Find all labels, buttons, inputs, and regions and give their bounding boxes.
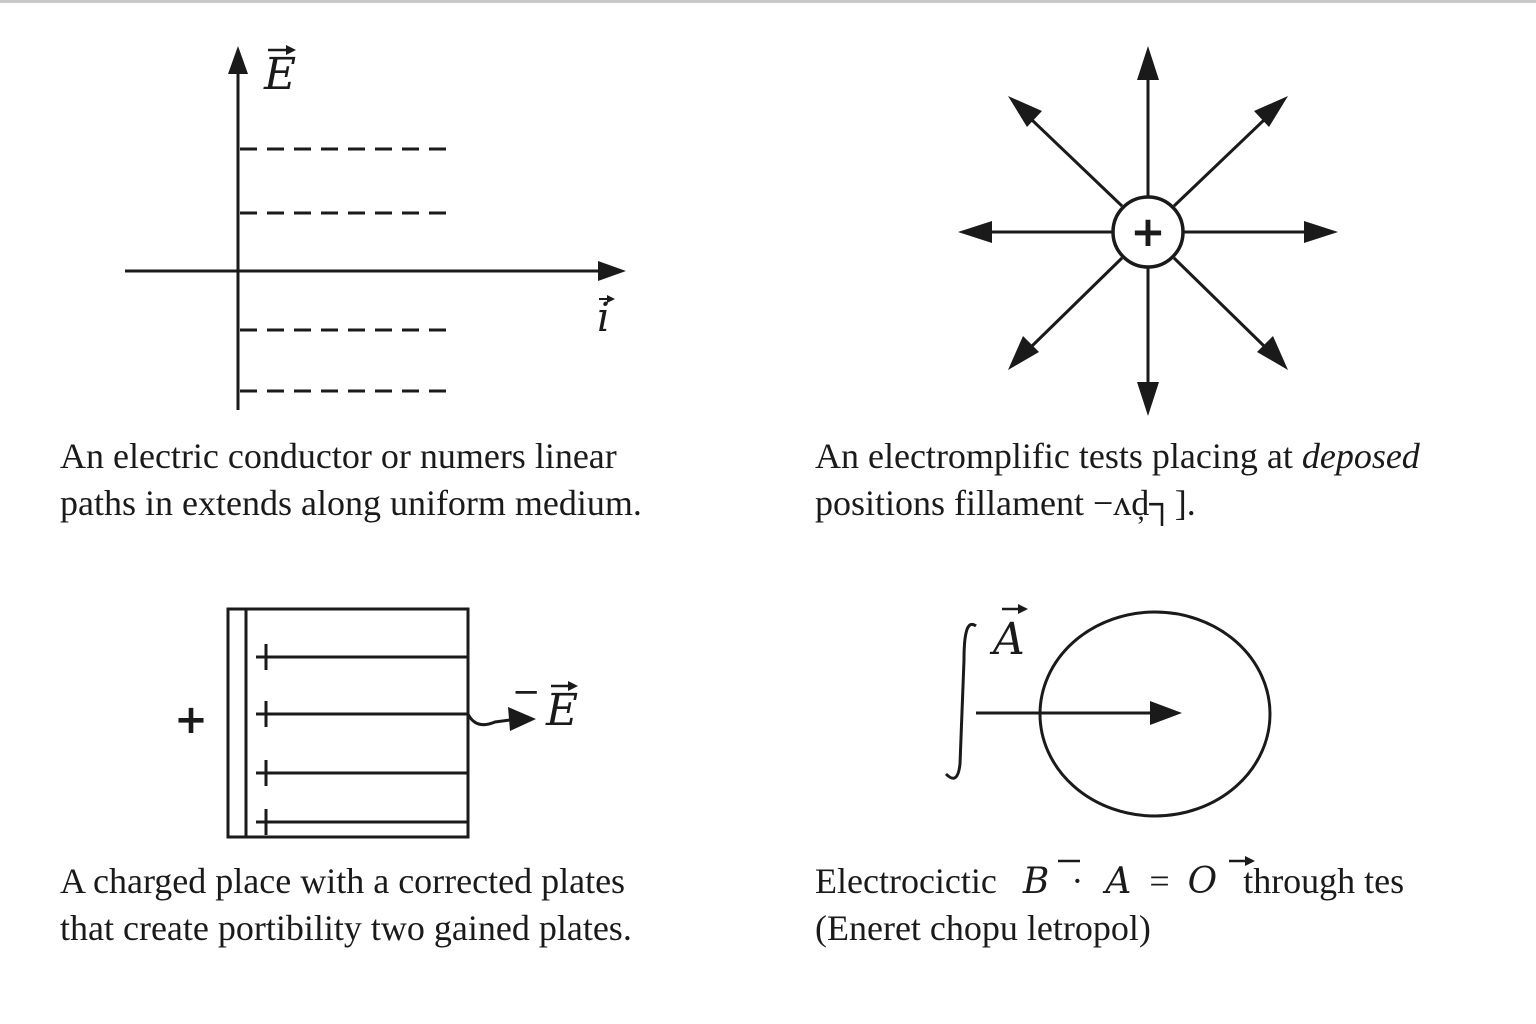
plate-box bbox=[226, 607, 470, 839]
field-line-up-left bbox=[1030, 118, 1124, 208]
y-axis-arrowhead bbox=[228, 46, 248, 74]
svg-text:A: A bbox=[989, 614, 1025, 665]
panel-4-caption-eq: = bbox=[1149, 861, 1170, 901]
panel-2-caption-line-2: positions fillament −ʌḑ┐]. bbox=[815, 483, 1196, 523]
field-line-down-left bbox=[1030, 256, 1124, 348]
panel-4-caption-word: Electrocictic bbox=[815, 861, 997, 901]
panel-4-caption-o: O bbox=[1187, 861, 1218, 902]
field-line-up-right bbox=[1172, 118, 1266, 208]
field-line-down-right bbox=[1172, 256, 1266, 348]
panel-2-caption-italic: deposed bbox=[1301, 436, 1420, 476]
panel-4-loop bbox=[944, 610, 1272, 818]
panel-4-caption-line-2: (Eneret chopu letropol) bbox=[815, 908, 1151, 948]
panel-3-caption-line-2: that create portibility two gained plate… bbox=[60, 908, 632, 948]
panel-4-caption-a: A bbox=[1105, 861, 1132, 902]
panel-4-caption-b: B bbox=[1022, 861, 1050, 902]
integral-sign-curve bbox=[944, 623, 977, 780]
panel-2-caption-line-1: An electromplific tests placing at depos… bbox=[815, 433, 1420, 480]
o-arrow-head bbox=[1245, 856, 1255, 866]
panel-3-caption-line-1: A charged place with a corrected plates bbox=[60, 861, 626, 901]
panel-4-caption-end: through tes bbox=[1243, 861, 1405, 901]
positive-charge-circle bbox=[1111, 195, 1185, 269]
panel-4-caption-dot: · bbox=[1071, 861, 1084, 901]
positive-charge-sign: + bbox=[1130, 207, 1165, 256]
panel-2-caption-plain: An electromplific tests placing at bbox=[815, 436, 1302, 476]
panel-1-caption: An electric conductor or numers linear p… bbox=[60, 433, 642, 527]
panel-3-capacitor bbox=[226, 607, 511, 839]
y-axis-label: E bbox=[263, 45, 296, 100]
panel-1-caption-line-2: paths in extends along uniform medium. bbox=[60, 483, 642, 523]
area-vector-arrowhead bbox=[1150, 701, 1182, 725]
panel-3-caption: A charged place with a corrected plates … bbox=[60, 858, 632, 952]
svg-text:E: E bbox=[263, 49, 296, 100]
svg-text:E: E bbox=[545, 685, 578, 736]
vector-a-label: A bbox=[989, 604, 1028, 665]
panel-2-point-charge bbox=[958, 46, 1338, 416]
field-label-minus: − bbox=[512, 672, 541, 712]
svg-text:i: i bbox=[597, 295, 610, 341]
panel-2-caption: An electromplific tests placing at depos… bbox=[815, 433, 1420, 527]
field-label-e: E bbox=[545, 681, 578, 736]
top-border bbox=[0, 0, 1536, 3]
integral-symbol-text: ∫ bbox=[944, 610, 947, 621]
outer-plus-sign: + bbox=[174, 697, 208, 743]
panel-1-plot bbox=[125, 46, 626, 410]
exit-field-curve bbox=[466, 713, 511, 727]
exit-field-arrowhead bbox=[508, 707, 536, 731]
panel-1-caption-line-1: An electric conductor or numers linear bbox=[60, 436, 617, 476]
x-axis-arrowhead bbox=[598, 261, 626, 281]
x-axis-label: i bbox=[597, 295, 615, 341]
